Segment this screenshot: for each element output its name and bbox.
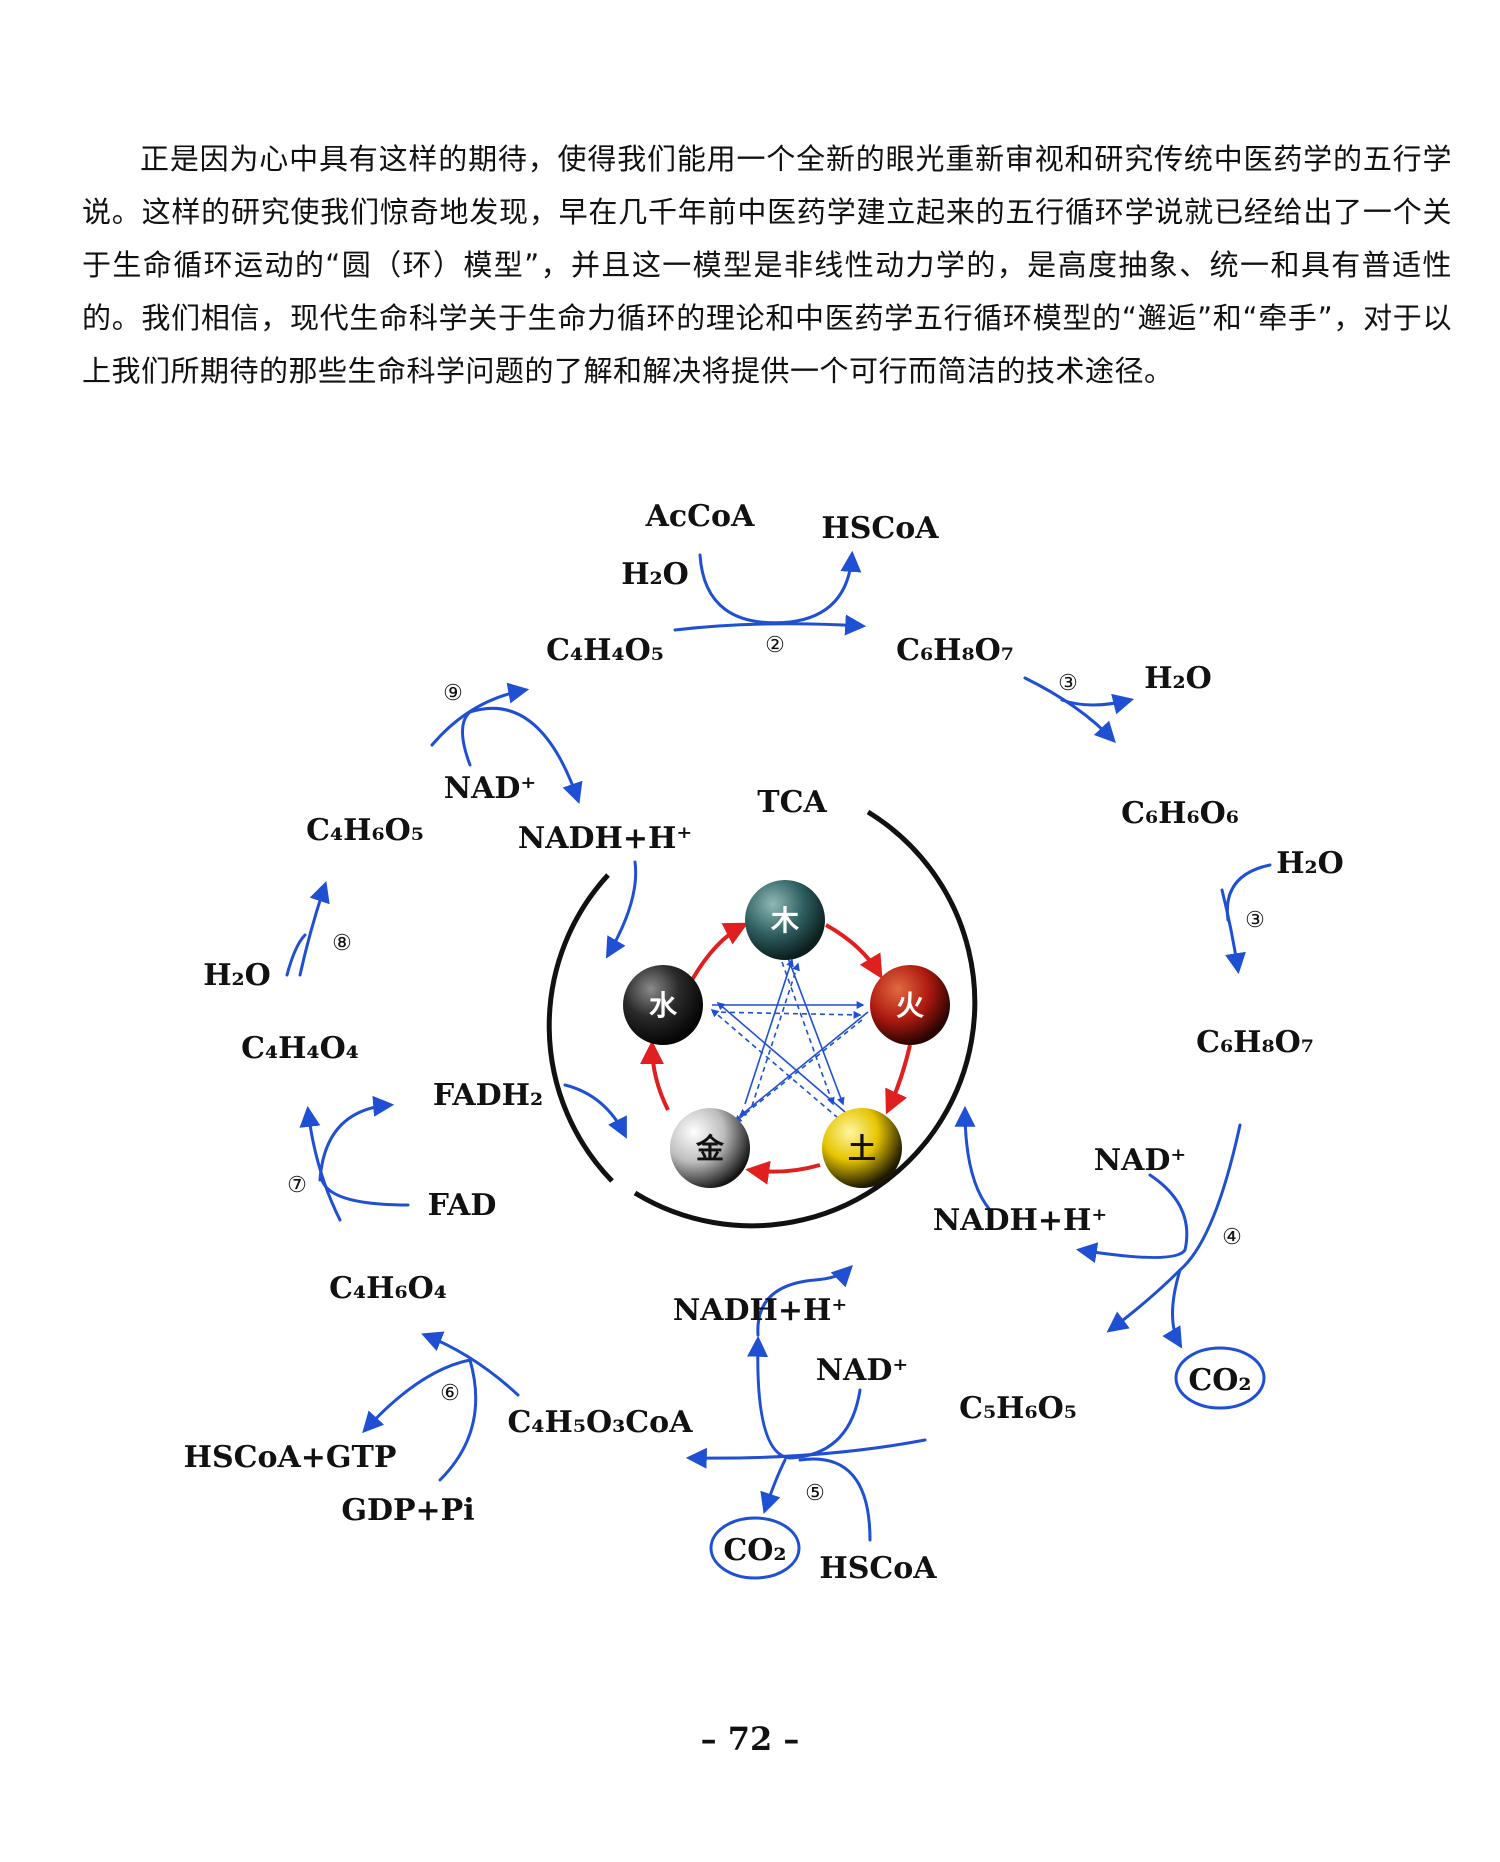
label-co2-bottom: CO₂ xyxy=(723,1533,786,1568)
step-6: ⑥ xyxy=(440,1381,460,1406)
arrow-step5-co2 xyxy=(760,1458,787,1514)
label-c4h6o5: C₄H₆O₅ xyxy=(306,813,424,848)
svg-text:土: 土 xyxy=(848,1132,876,1165)
arrow-step7-out xyxy=(318,1095,395,1182)
step-2: ② xyxy=(765,633,785,658)
page-number: – 72 – xyxy=(700,1720,800,1758)
arrow-step2-main xyxy=(673,614,867,636)
step-7: ⑦ xyxy=(287,1173,307,1198)
phase-wood: 木 xyxy=(745,880,825,960)
arrow-step3a-out xyxy=(1060,693,1135,715)
step-4: ④ xyxy=(1222,1225,1242,1250)
arrow-step6-main xyxy=(421,1331,520,1397)
label-fad: FAD xyxy=(428,1188,497,1223)
generation-cycle xyxy=(640,922,912,1185)
arrow-fadh2-in xyxy=(563,1083,627,1139)
reaction-arrows xyxy=(285,550,1272,1542)
label-nadh-bottom: NADH+H⁺ xyxy=(673,1293,847,1328)
arrow-step8-in xyxy=(285,933,307,977)
svg-text:火: 火 xyxy=(896,989,924,1022)
label-fadh2: FADH₂ xyxy=(433,1078,543,1113)
arrow-step2-in xyxy=(698,553,792,625)
label-c6h8o7-right: C₆H₈O₇ xyxy=(1196,1025,1314,1060)
phase-water: 水 xyxy=(623,965,703,1045)
phase-earth: 土 xyxy=(822,1108,902,1188)
label-accoa: AcCoA xyxy=(645,499,755,534)
arrow-step9-main xyxy=(430,682,530,747)
step-3a: ③ xyxy=(1058,671,1078,696)
arrow-step7-main xyxy=(299,1105,342,1222)
step-3b: ③ xyxy=(1245,908,1265,933)
arrow-step6-out xyxy=(362,1358,472,1434)
label-h2o-right-mid: H₂O xyxy=(1276,846,1344,881)
label-h2o-left: H₂O xyxy=(203,958,271,993)
arrow-nadh-bottom-in xyxy=(756,1265,853,1337)
control-star xyxy=(710,957,869,1124)
label-c4h4o4: C₄H₄O₄ xyxy=(241,1031,359,1066)
arrow-step8-main xyxy=(298,881,330,977)
arrow-nadh-right-in xyxy=(954,1105,992,1212)
arrow-step3b-main xyxy=(1220,888,1246,975)
label-h2o-right-top: H₂O xyxy=(1144,661,1212,696)
label-c6h8o7-top: C₆H₈O₇ xyxy=(896,633,1014,668)
co2-right-oval xyxy=(1174,1346,1266,1410)
step-5: ⑤ xyxy=(805,1481,825,1506)
arrow-step7-in xyxy=(320,1178,410,1207)
svg-text:水: 水 xyxy=(649,989,678,1022)
label-nadh-left: NADH+H⁺ xyxy=(518,821,692,856)
phase-fire: 火 xyxy=(870,965,950,1045)
arrow-step4-main xyxy=(1106,1123,1242,1333)
label-c5h6o5: C₅H₆O₅ xyxy=(959,1391,1077,1426)
label-nad-bottom: NAD⁺ xyxy=(816,1353,909,1388)
arrow-step5-hscoa xyxy=(798,1457,872,1542)
arrow-step2-out xyxy=(788,550,862,624)
body-paragraph: 正是因为心中具有这样的期待，使得我们能用一个全新的眼光重新审视和研究传统中医药学… xyxy=(82,142,1452,388)
step-8: ⑧ xyxy=(332,931,352,956)
label-hscoa-gtp: HSCoA+GTP xyxy=(184,1440,397,1475)
phase-metal: 金 xyxy=(670,1108,750,1188)
step-9: ⑨ xyxy=(443,681,463,706)
arrow-nadh-left-in xyxy=(605,860,638,959)
label-hscoa-bottom: HSCoA xyxy=(819,1551,937,1586)
label-gdp-pi: GDP+Pi xyxy=(341,1493,474,1528)
arrow-step5-nad xyxy=(747,1335,862,1460)
arrow-step4-co2 xyxy=(1162,1268,1183,1349)
label-c4h4o5: C₄H₄O₅ xyxy=(546,633,664,668)
arrow-step4-nad xyxy=(1075,1173,1189,1263)
label-nad-left: NAD⁺ xyxy=(444,771,537,806)
tca-label: TCA xyxy=(757,785,827,820)
arrow-step3a-main xyxy=(1023,676,1116,744)
tca-circle xyxy=(546,809,978,1229)
arrow-step9-in xyxy=(461,710,472,767)
label-co2-right: CO₂ xyxy=(1188,1363,1251,1398)
label-nad-right: NAD⁺ xyxy=(1094,1143,1187,1178)
co2-bottom-oval xyxy=(709,1516,801,1580)
label-hscoa-top: HSCoA xyxy=(821,511,939,546)
label-nadh-right: NADH+H⁺ xyxy=(933,1203,1107,1238)
label-c4h5o3coa: C₄H₅O₃CoA xyxy=(508,1405,694,1440)
svg-text:金: 金 xyxy=(695,1132,725,1165)
svg-text:木: 木 xyxy=(770,904,799,937)
arrow-step9-out xyxy=(468,706,583,804)
label-h2o-top: H₂O xyxy=(621,557,689,592)
label-c4h6o4: C₄H₆O₄ xyxy=(329,1271,447,1306)
arrow-step6-in xyxy=(438,1358,478,1482)
label-c6h6o6: C₆H₆O₆ xyxy=(1121,796,1239,831)
